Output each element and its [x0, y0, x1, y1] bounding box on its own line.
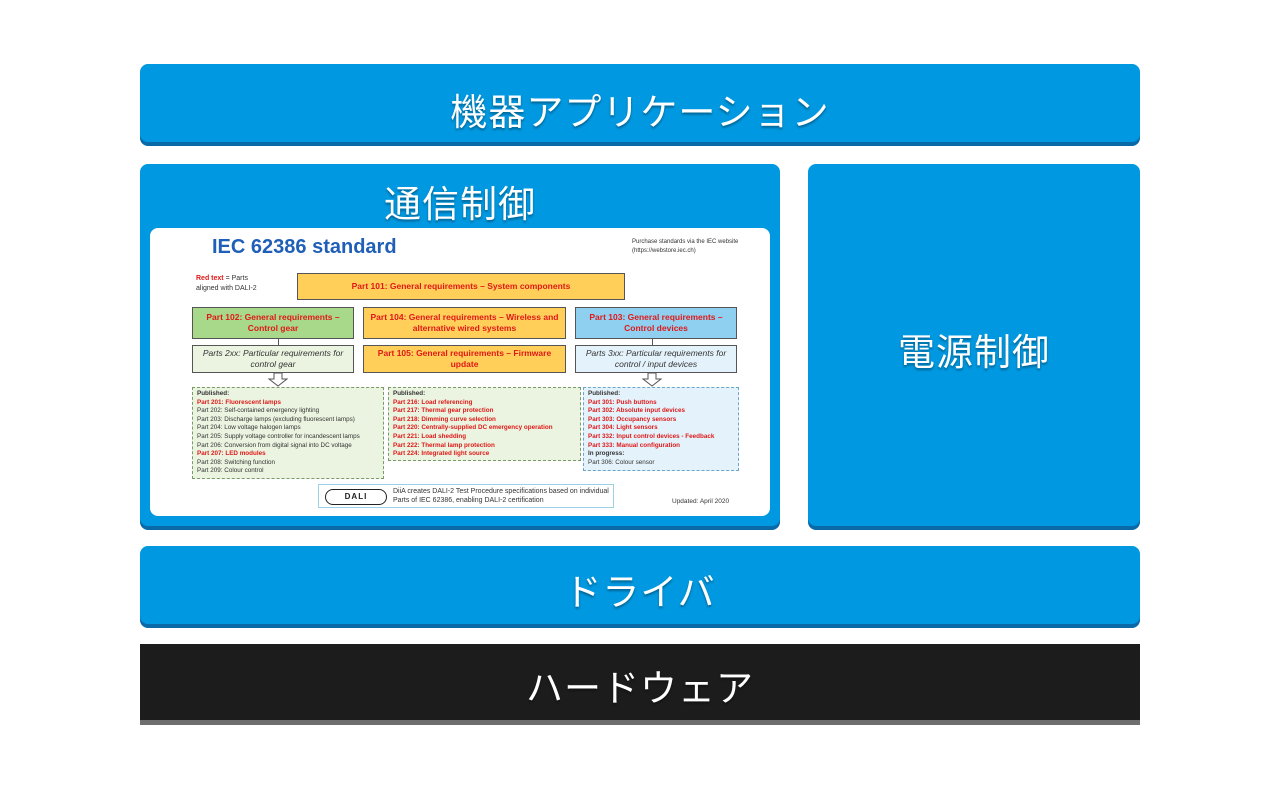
part-101-box: Part 101: General requirements – System … — [297, 273, 625, 300]
list-item: Part 207: LED modules — [197, 450, 266, 458]
list-item: Part 222: Thermal lamp protection — [393, 441, 495, 449]
part-102-box: Part 102: General requirements – Control… — [192, 307, 354, 339]
list-item: Part 221: Load shedding — [393, 432, 467, 440]
dali-note: DiiA creates DALI-2 Test Procedure speci… — [393, 488, 609, 504]
updated-date: Updated: April 2020 — [672, 498, 730, 505]
list-item: Part 333: Manual configuration — [588, 441, 681, 449]
list-item: Part 202: Self-contained emergency light… — [197, 407, 320, 415]
parts-2xx-box: Parts 2xx: Particular requirements for c… — [192, 345, 354, 373]
list-heading-in-progress: In progress: — [588, 450, 625, 458]
figure-title: IEC 62386 standard — [212, 236, 397, 258]
list-item: Part 206: Conversion from digital signal… — [197, 441, 352, 449]
list-item: Part 209: Colour control — [197, 467, 264, 475]
list-item: Part 208: Switching function — [197, 458, 276, 466]
dali-logo: DALI — [325, 489, 387, 505]
device-application-label: 機器アプリケーション — [450, 91, 830, 134]
part-105-box: Part 105: General requirements – Firmwar… — [363, 345, 566, 373]
device-application-layer: 機器アプリケーション — [140, 64, 1140, 142]
driver-layer: ドライバ — [140, 546, 1140, 624]
list-item: Part 216: Load referencing — [393, 398, 473, 406]
list-item: Part 217: Thermal gear protection — [393, 407, 494, 415]
dali-note-box: DALI DiiA creates DALI-2 Test Procedure … — [318, 484, 614, 508]
part-104-box: Part 104: General requirements – Wireles… — [363, 307, 566, 339]
power-control-label: 電源制御 — [898, 331, 1050, 374]
list-item: Part 220: Centrally-supplied DC emergenc… — [393, 424, 553, 432]
list-item: Part 301: Push buttons — [588, 398, 657, 406]
list-item: Part 204: Low voltage halogen lamps — [197, 424, 301, 432]
hardware-label: ハードウェア — [526, 667, 754, 710]
parts-3xx-box: Parts 3xx: Particular requirements for c… — [575, 345, 737, 373]
list-heading: Published: — [588, 390, 621, 397]
down-arrow-icon — [642, 373, 662, 387]
list-item: Part 306: Colour sensor — [588, 458, 655, 466]
list-item: Part 302: Absolute input devices — [588, 407, 686, 415]
list-heading: Published: — [197, 390, 230, 397]
list-item: Part 203: Discharge lamps (excluding flu… — [197, 415, 355, 423]
list-item: Part 218: Dimming curve selection — [393, 415, 496, 423]
iec-62386-figure: IEC 62386 standard Purchase standards vi… — [150, 228, 770, 516]
legend: Red text = Parts aligned with DALI-2 — [196, 274, 266, 294]
list-item: Part 304: Light sensors — [588, 424, 658, 432]
part-103-box: Part 103: General requirements – Control… — [575, 307, 737, 339]
list-item: Part 205: Supply voltage controller for … — [197, 432, 360, 440]
legend-red-text: Red text — [196, 275, 224, 282]
hardware-layer: ハードウェア — [140, 644, 1140, 720]
purchase-note: Purchase standards via the IEC website (… — [632, 239, 739, 254]
list-item: Part 201: Fluorescent lamps — [197, 398, 281, 406]
legend-description: = Parts aligned with DALI-2 — [196, 275, 257, 292]
connector-line — [652, 339, 653, 345]
power-control-layer: 電源制御 — [808, 164, 1140, 526]
list-item: Part 303: Occupancy sensors — [588, 415, 677, 423]
down-arrow-icon — [268, 373, 288, 387]
list-heading: Published: — [393, 390, 426, 397]
driver-label: ドライバ — [564, 571, 716, 614]
list-item: Part 332: Input control devices - Feedba… — [588, 432, 715, 440]
communication-control-label: 通信制御 — [384, 183, 536, 226]
connector-line — [278, 339, 279, 345]
list-item: Part 224: Integrated light source — [393, 450, 490, 458]
